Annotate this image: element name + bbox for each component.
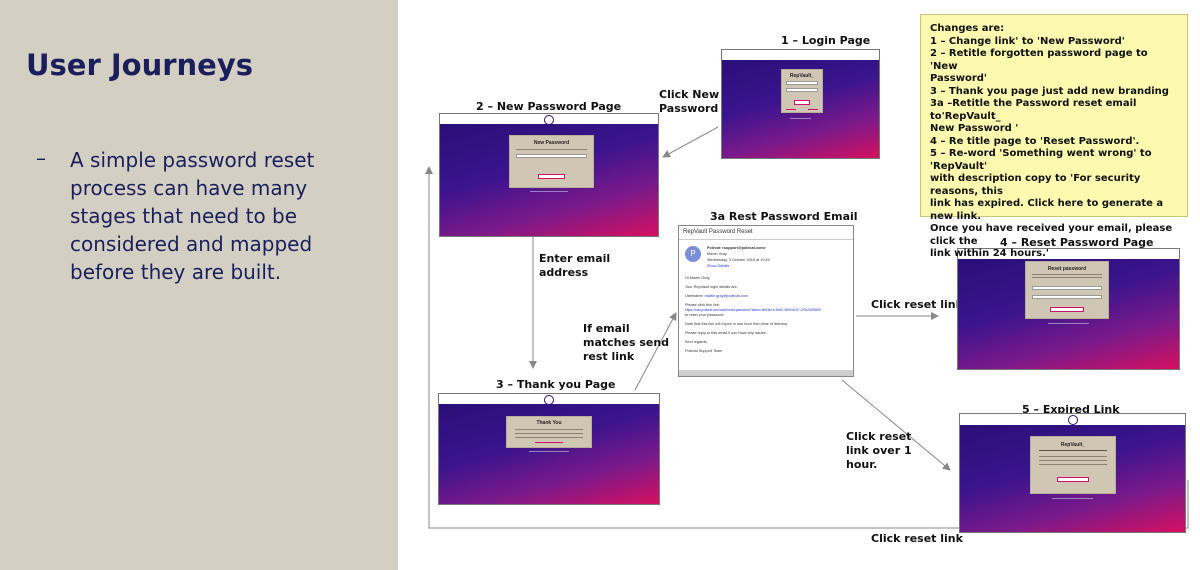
expired-card: RepVault_ xyxy=(1030,436,1116,494)
expired-link-screen: RepVault_ xyxy=(959,413,1186,533)
email-link-outro: to reset your password. xyxy=(685,313,725,317)
sender-avatar: P xyxy=(685,246,701,262)
email-details-intro: Your RepVault login details are: xyxy=(685,285,738,289)
label-login: 1 – Login Page xyxy=(781,34,871,47)
note-line: 3a –Retitle the Password reset email to'… xyxy=(930,98,1137,122)
arrow-login-to-new xyxy=(662,126,719,158)
note-line: link has expired. Click here to generate… xyxy=(930,198,1164,222)
email-sender: Polecat <support@polecat.com> xyxy=(707,246,766,250)
email-sign2: Polecat Support Team xyxy=(685,349,723,353)
left-panel xyxy=(0,0,398,570)
email-username-row: Username: martin.gray@polecat.com xyxy=(685,294,748,298)
email-subject: RepVault Password Reset xyxy=(679,226,853,240)
slide-title: User Journeys xyxy=(26,48,254,82)
reset-email-screen: RepVault Password Reset P Polecat <suppo… xyxy=(678,225,854,377)
login-page-screen: RepVault_ xyxy=(721,49,880,159)
bullet-dash: – xyxy=(36,146,46,170)
reset-password-card: Reset password xyxy=(1025,261,1109,319)
new-password-card: New Password xyxy=(509,135,594,188)
label-expired: 5 – Expired Link xyxy=(1022,403,1120,416)
bullet-text: A simple password reset process can have… xyxy=(70,148,315,284)
new-password-page-screen: New Password xyxy=(439,113,659,237)
email-greeting: Hi Martin Gray, xyxy=(685,276,711,280)
note-line: link within 24 hours.' xyxy=(930,248,1049,259)
email-username[interactable]: martin.gray@polecat.com xyxy=(704,294,748,298)
email-username-label: Username: xyxy=(685,294,704,298)
email-link-intro: Please click this link: xyxy=(685,303,720,307)
email-date: Wednesday, 3 October 2018 at 10:49 xyxy=(707,258,770,262)
login-card: RepVault_ xyxy=(781,69,823,113)
note-line: 1 – Change link' to 'New Password' xyxy=(930,35,1125,47)
email-reply: Please reply to this email if you have a… xyxy=(685,331,767,335)
arrow-expired-to-new xyxy=(425,166,1189,529)
email-to: Martin Gray xyxy=(707,252,727,256)
label-email: 3a Rest Password Email xyxy=(710,210,858,223)
label-thank-you: 3 – Thank you Page xyxy=(496,378,616,391)
reset-password-page-screen: Reset password xyxy=(957,248,1180,370)
ann-click-reset-1: Click reset link xyxy=(871,298,963,311)
thank-you-page-screen: Thank You xyxy=(438,393,660,505)
note-line: with description copy to 'For security r… xyxy=(930,173,1141,197)
arrow-thankyou-to-email xyxy=(634,312,677,391)
note-line: Password' xyxy=(930,73,987,84)
thank-you-card: Thank You xyxy=(506,416,592,448)
ann-click-reset-2: Click reset link xyxy=(871,532,963,545)
email-reset-link[interactable]: https://hub.polecat.com/auth/reset-passw… xyxy=(685,308,821,312)
email-expiry: Note that this link will expire in one h… xyxy=(685,322,788,326)
changes-note: Changes are: 1 – Change link' to 'New Pa… xyxy=(920,14,1188,259)
note-line: New Password ' xyxy=(930,123,1019,134)
note-line: 2 – Retitle forgotten password page to '… xyxy=(930,48,1148,72)
note-line: Changes are: xyxy=(930,23,1005,34)
arrow-email-to-expired xyxy=(841,379,951,471)
label-reset-password: 4 – Reset Password Page xyxy=(1000,236,1154,249)
note-line: Once you have received your email, pleas… xyxy=(930,223,1173,247)
note-line: 5 – Re-word 'Something went wrong' to 'R… xyxy=(930,148,1152,172)
email-footer xyxy=(679,370,853,376)
label-new-password: 2 – New Password Page xyxy=(476,100,622,113)
email-show-details[interactable]: Show Details xyxy=(707,264,730,268)
email-sign1: Kind regards, xyxy=(685,340,708,344)
note-line: 3 – Thank you page just add new branding xyxy=(930,85,1169,97)
note-line: 4 – Re title page to 'Reset Password'. xyxy=(930,135,1140,147)
